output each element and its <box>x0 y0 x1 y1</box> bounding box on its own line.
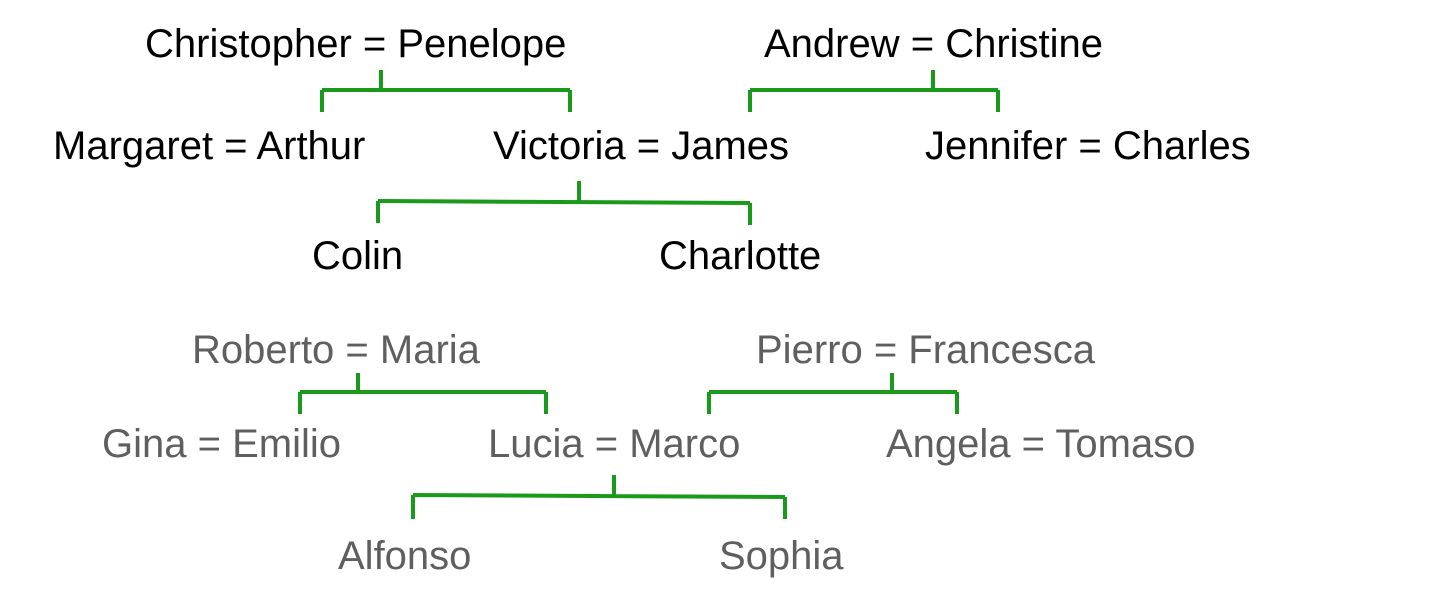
couple-andrew-christine: Andrew = Christine <box>764 22 1103 66</box>
person-colin: Colin <box>312 234 403 278</box>
person-alfonso: Alfonso <box>338 534 471 578</box>
connector-pierro-francesca-children <box>707 373 959 414</box>
couple-pierro-francesca: Pierro = Francesca <box>756 328 1096 372</box>
person-sophia: Sophia <box>719 534 844 578</box>
italian-family-tree: Roberto = Maria Pierro = Francesca Gina … <box>102 328 1195 578</box>
couple-margaret-arthur: Margaret = Arthur <box>53 124 365 168</box>
english-family-tree: Christopher = Penelope Andrew = Christin… <box>53 22 1251 278</box>
couple-victoria-james: Victoria = James <box>493 124 789 168</box>
couple-roberto-maria: Roberto = Maria <box>192 328 481 372</box>
person-charlotte: Charlotte <box>659 234 821 278</box>
couple-angela-tomaso: Angela = Tomaso <box>886 422 1195 466</box>
connector-roberto-maria-children <box>298 373 548 414</box>
connector-christopher-penelope-children <box>320 70 572 112</box>
connector-lucia-marco-children <box>411 475 787 519</box>
connector-andrew-christine-children <box>748 70 1000 112</box>
couple-gina-emilio: Gina = Emilio <box>102 422 341 466</box>
couple-lucia-marco: Lucia = Marco <box>488 422 740 466</box>
couple-jennifer-charles: Jennifer = Charles <box>925 124 1251 168</box>
connector-victoria-james-children <box>376 181 752 225</box>
couple-christopher-penelope: Christopher = Penelope <box>145 22 566 66</box>
